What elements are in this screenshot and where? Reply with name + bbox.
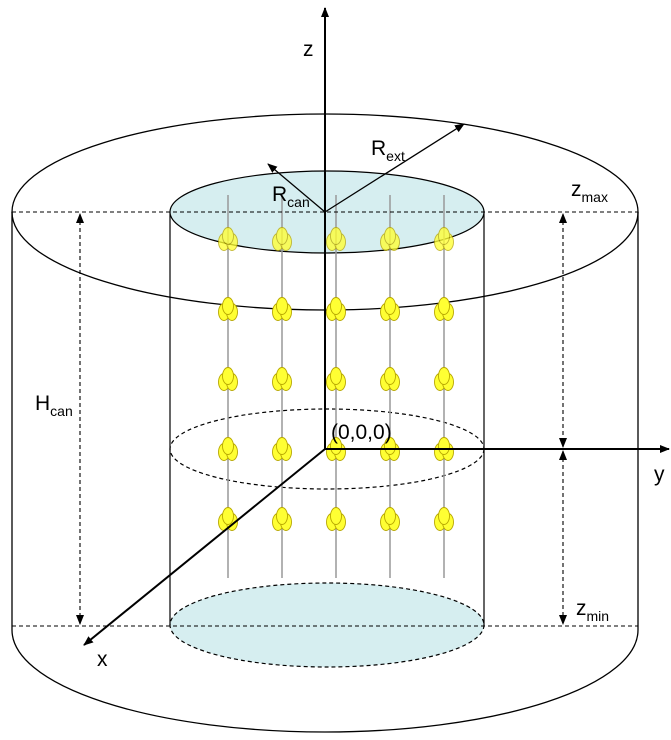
optical-module xyxy=(272,507,292,531)
z-min-label: zmin xyxy=(576,597,609,624)
optical-module xyxy=(434,297,454,321)
optical-module xyxy=(380,367,400,391)
inner-can xyxy=(169,170,485,668)
r-can-label: Rcan xyxy=(272,183,310,210)
origin-label: (0,0,0) xyxy=(331,421,392,444)
optical-module xyxy=(434,507,454,531)
r-ext-label: Rext xyxy=(371,137,405,164)
y-axis-label: y xyxy=(654,463,665,486)
z-max-label: zmax xyxy=(571,178,608,205)
optical-module xyxy=(218,367,238,391)
optical-module xyxy=(218,297,238,321)
r-ext-arrow xyxy=(324,123,465,213)
optical-module xyxy=(434,367,454,391)
optical-module xyxy=(326,437,346,461)
optical-module xyxy=(272,297,292,321)
optical-module xyxy=(380,507,400,531)
x-axis xyxy=(83,448,326,646)
optical-module xyxy=(326,297,346,321)
h-can-label: Hcan xyxy=(35,392,73,419)
optical-module xyxy=(218,227,238,251)
can-bottom-ellipse xyxy=(169,582,485,668)
optical-module xyxy=(272,227,292,251)
optical-module xyxy=(272,437,292,461)
optical-module xyxy=(434,227,454,251)
optical-module xyxy=(380,437,400,461)
optical-module xyxy=(380,297,400,321)
outer-cylinder-bottom-arc xyxy=(11,212,639,733)
r-can-arrow xyxy=(267,163,326,213)
optical-module xyxy=(326,227,346,251)
optical-module xyxy=(272,367,292,391)
z-axis-label: z xyxy=(303,38,314,61)
optical-module xyxy=(218,437,238,461)
optical-module xyxy=(326,367,346,391)
optical-module xyxy=(326,507,346,531)
optical-modules xyxy=(218,227,454,531)
optical-module xyxy=(380,227,400,251)
x-axis-label: x xyxy=(97,648,108,671)
optical-module xyxy=(434,437,454,461)
